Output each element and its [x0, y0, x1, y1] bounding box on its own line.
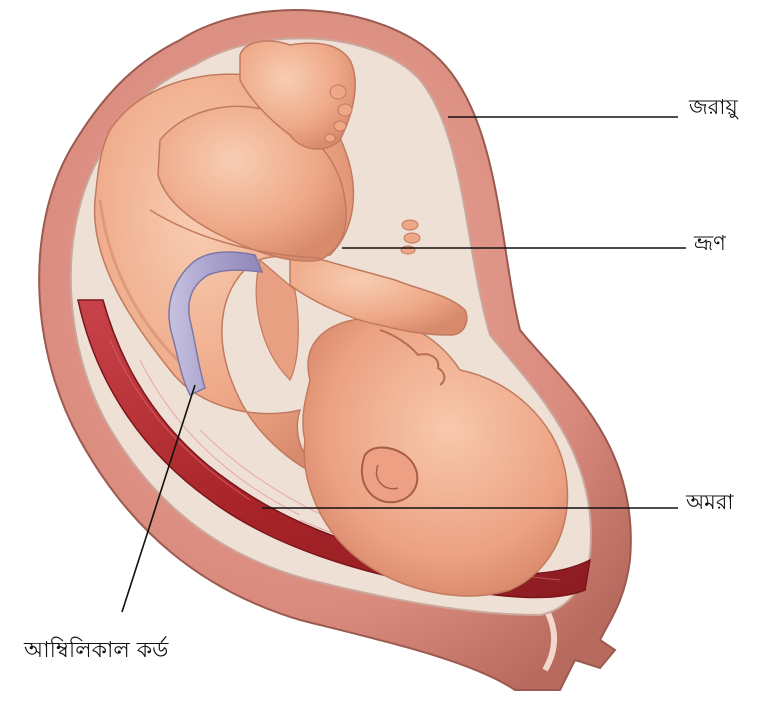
fetus-label: ভ্রূণ: [694, 233, 726, 254]
uterus-label: জরায়ু: [689, 97, 738, 118]
umbilical-cord-label: আম্বিলিকাল কর্ড: [24, 640, 168, 662]
placenta-label: অমরা: [686, 492, 734, 513]
